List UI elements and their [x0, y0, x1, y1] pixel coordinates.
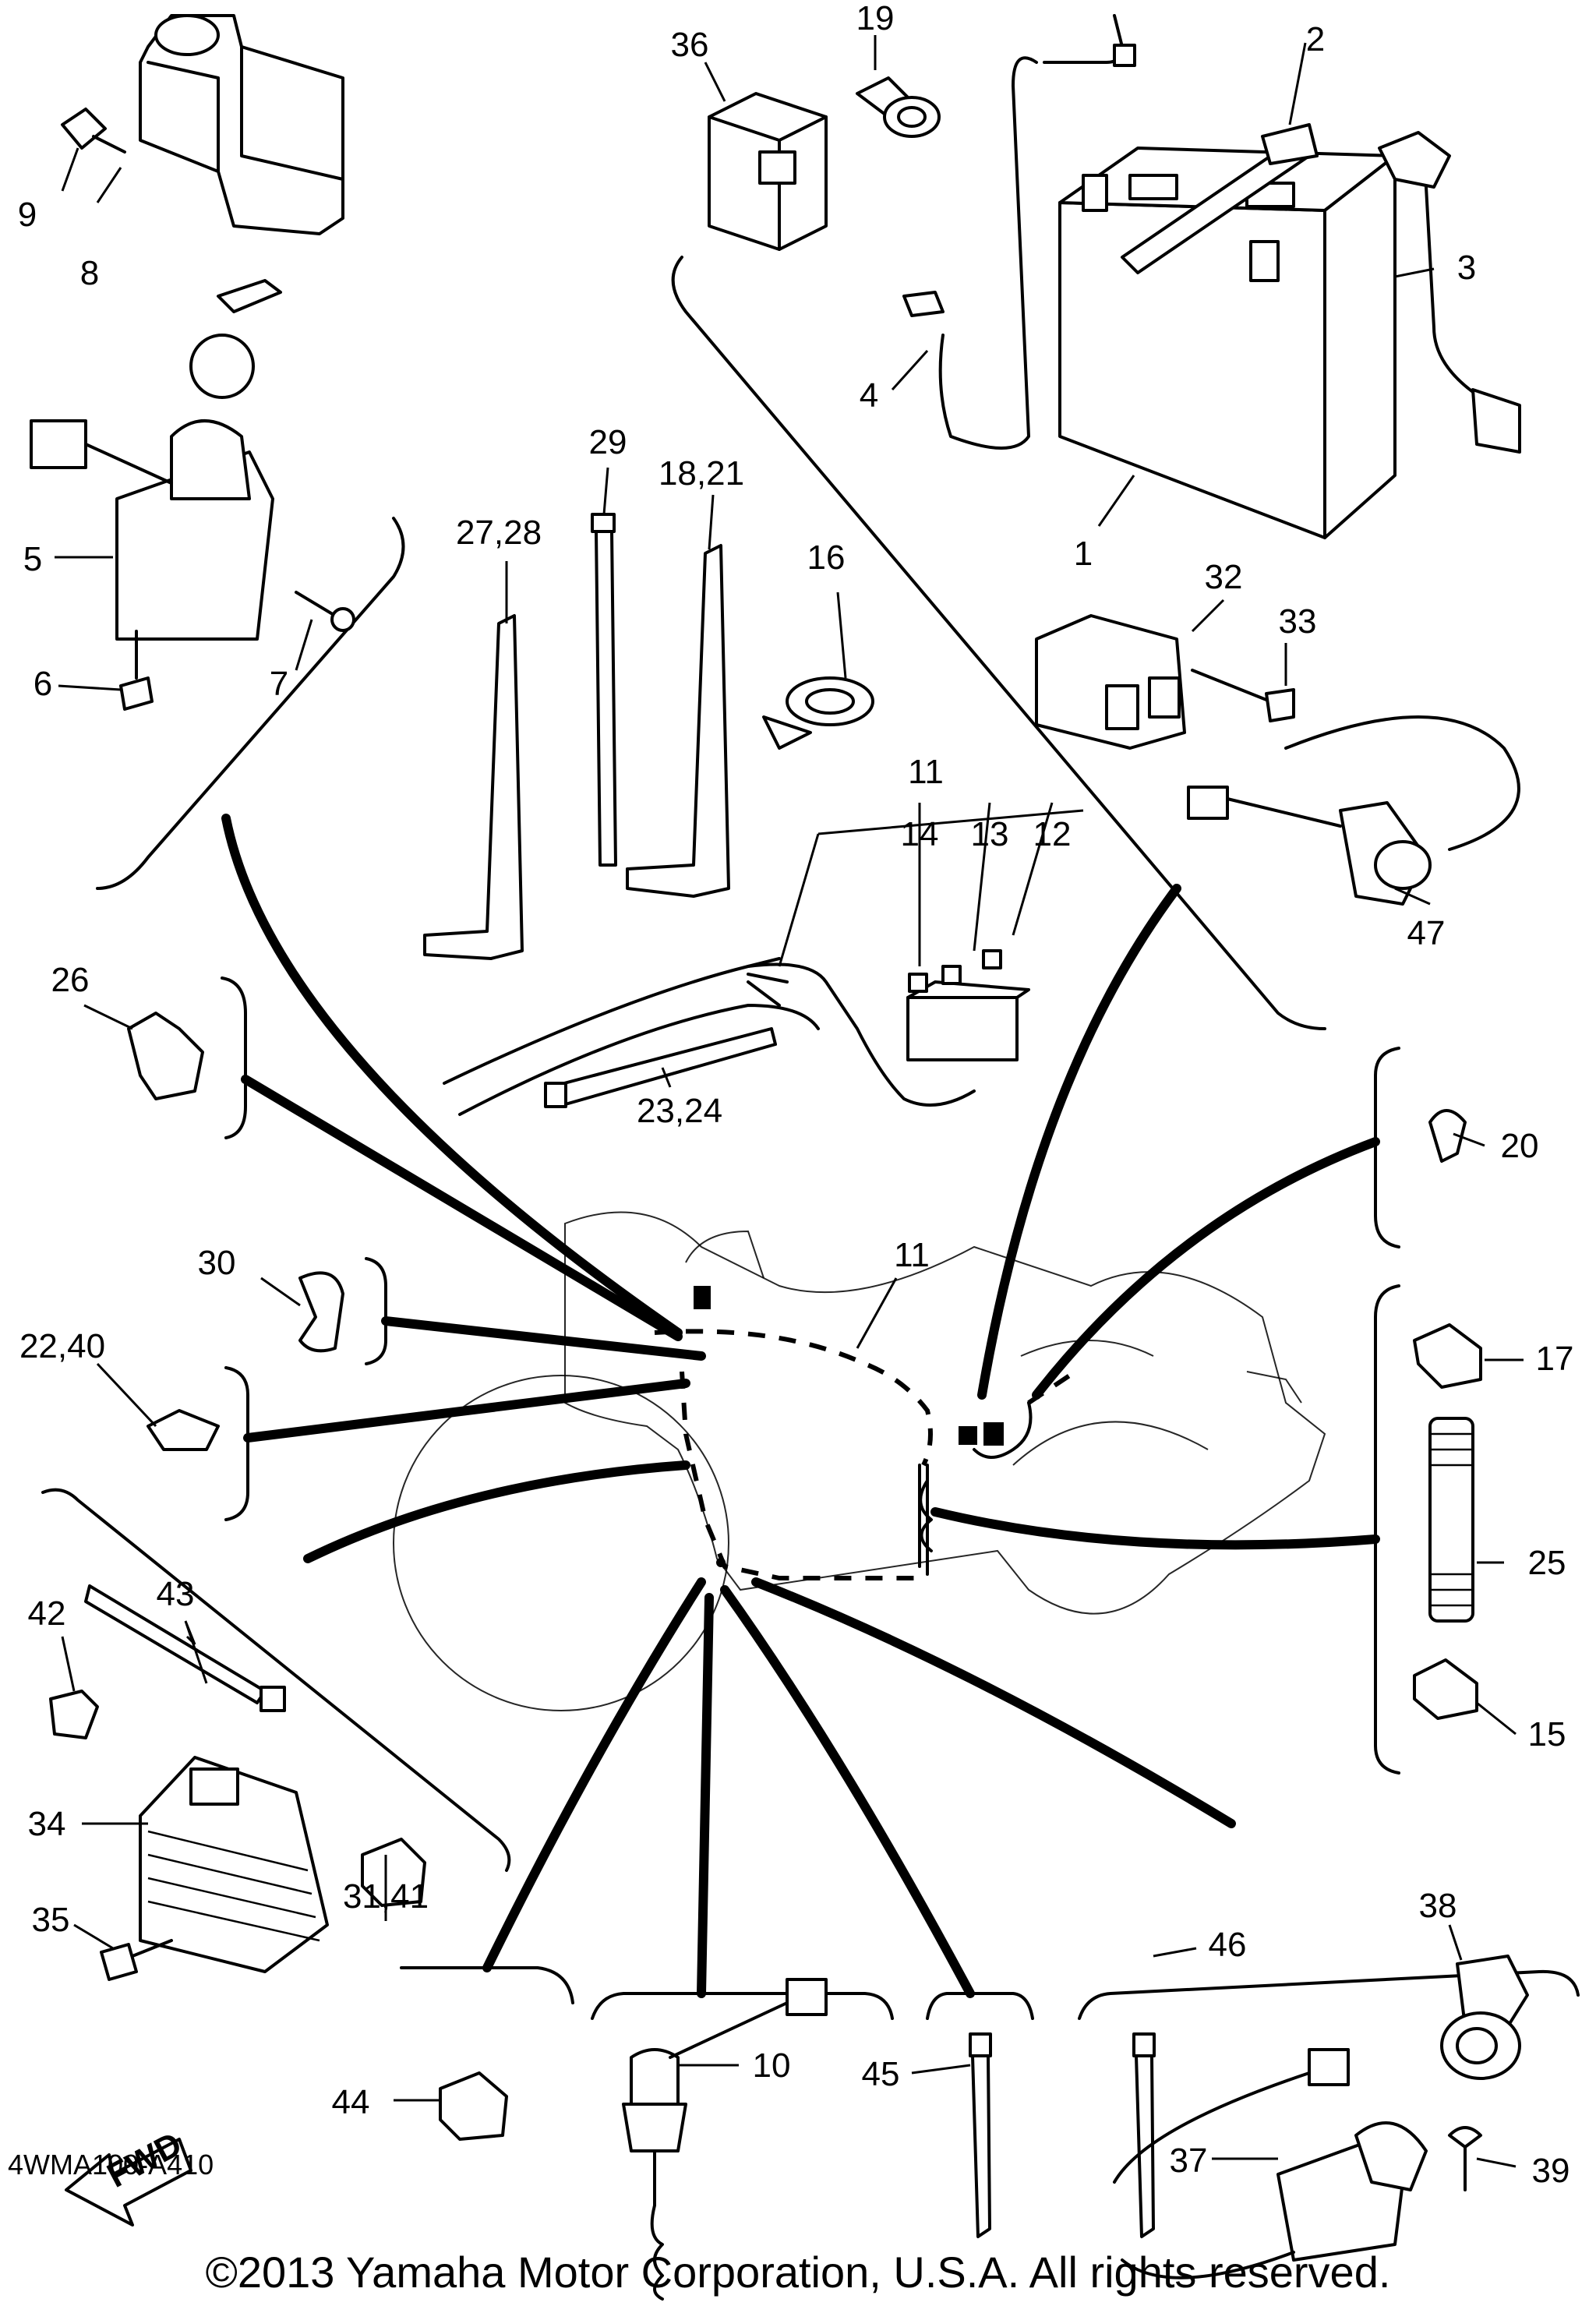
switch-10	[622, 1978, 828, 2301]
copyright-notice: ©2013 Yamaha Motor Corporation, U.S.A. A…	[206, 2248, 1391, 2297]
callout-labels: 1 2 3 4 5 6 7 8 9 10 11 11 12 13 14 15 1…	[18, 0, 1574, 2190]
callout-45: 45	[862, 2055, 900, 2093]
relay-32	[1035, 614, 1186, 750]
callout-1: 1	[1074, 535, 1093, 573]
screw-7	[295, 591, 355, 632]
callout-32: 32	[1205, 558, 1243, 596]
cover-38	[1440, 1955, 1529, 2080]
positive-lead	[1378, 131, 1521, 454]
callout-22-40: 22,40	[19, 1327, 105, 1365]
callout-14: 14	[901, 815, 939, 853]
callout-20: 20	[1501, 1127, 1539, 1165]
callout-5: 5	[23, 540, 42, 578]
relay	[708, 92, 828, 251]
bracket-8	[139, 14, 344, 235]
cable-tie-29	[591, 513, 617, 867]
callout-4: 4	[860, 376, 878, 415]
cable-tie-43	[84, 1584, 286, 1712]
clamp-22-40	[147, 1409, 220, 1451]
callout-26: 26	[51, 961, 90, 999]
callout-17: 17	[1536, 1340, 1574, 1378]
callout-10: 10	[753, 2046, 791, 2085]
callout-7: 7	[270, 665, 288, 703]
callout-39: 39	[1532, 2152, 1570, 2190]
callout-12: 12	[1033, 815, 1072, 853]
clamp-15	[1413, 1658, 1478, 1720]
callout-leaders	[55, 35, 1524, 2168]
callout-8: 8	[80, 254, 99, 292]
callout-35: 35	[32, 1901, 70, 1939]
callout-27-28: 27,28	[456, 514, 542, 552]
cable-tie-46	[1132, 2032, 1156, 2238]
callout-44: 44	[332, 2083, 370, 2121]
clamp-17	[1413, 1323, 1482, 1389]
callout-2: 2	[1306, 20, 1325, 58]
cable-tie-27-28	[423, 614, 524, 960]
callout-47: 47	[1407, 914, 1446, 952]
callout-13: 13	[971, 815, 1009, 853]
harness-subassembly	[443, 949, 1030, 1116]
group-brackets	[41, 256, 1580, 2020]
battery-strap	[1121, 123, 1319, 274]
callout-9: 9	[18, 196, 37, 234]
callout-11-upper: 11	[908, 753, 944, 791]
bolt-9	[61, 108, 126, 154]
bracket-31-41	[361, 1838, 426, 1907]
callout-23-24: 23,24	[637, 1092, 722, 1130]
rectifier-regulator-34	[139, 1756, 329, 1973]
clamp-26	[127, 1012, 204, 1100]
callout-42: 42	[28, 1594, 66, 1633]
cable-tie-45	[969, 2032, 992, 2238]
stud-25	[1428, 1417, 1474, 1623]
clamp-16	[762, 676, 874, 750]
clip-20	[1428, 1109, 1467, 1163]
callout-11-lower: 11	[894, 1236, 930, 1274]
callout-6: 6	[34, 665, 52, 703]
negative-lead	[902, 14, 1136, 450]
heavy-leaders	[221, 814, 1380, 1998]
callout-29: 29	[589, 423, 627, 461]
sensor-37	[1113, 2048, 1428, 2280]
screw-39	[1448, 2126, 1482, 2191]
motorcycle-frame-outline	[393, 1211, 1326, 1711]
callout-46: 46	[1209, 1926, 1247, 1964]
clamp-19	[856, 76, 941, 138]
callout-30: 30	[198, 1244, 236, 1282]
harness-connector-mark	[983, 1422, 1004, 1446]
callout-34: 34	[28, 1805, 66, 1843]
bolt-33	[1191, 669, 1295, 722]
sensor-47	[1187, 715, 1520, 906]
clamp-42	[49, 1690, 99, 1739]
bolt-35	[100, 1939, 173, 1981]
callout-15: 15	[1528, 1715, 1566, 1753]
callout-16: 16	[807, 539, 846, 577]
callout-31-41: 31,41	[343, 1877, 429, 1916]
callout-19: 19	[856, 0, 895, 37]
callout-3: 3	[1457, 249, 1476, 287]
main-harness-route	[654, 1286, 1077, 1580]
callout-18-21: 18,21	[659, 454, 744, 493]
main-switch	[30, 279, 282, 641]
diagram-code: 4WMA100-A410	[8, 2149, 214, 2181]
callout-43: 43	[157, 1575, 195, 1613]
callout-25: 25	[1528, 1544, 1566, 1582]
clamp-30	[298, 1271, 344, 1353]
harness-connector-mark	[959, 1426, 977, 1445]
callout-36: 36	[671, 26, 709, 64]
screw-6	[119, 630, 154, 711]
callout-37: 37	[1170, 2142, 1208, 2180]
bracket-44	[439, 2071, 508, 2141]
cable-tie-18-21	[626, 544, 730, 898]
callout-38: 38	[1419, 1887, 1457, 1925]
callout-33: 33	[1279, 602, 1317, 641]
